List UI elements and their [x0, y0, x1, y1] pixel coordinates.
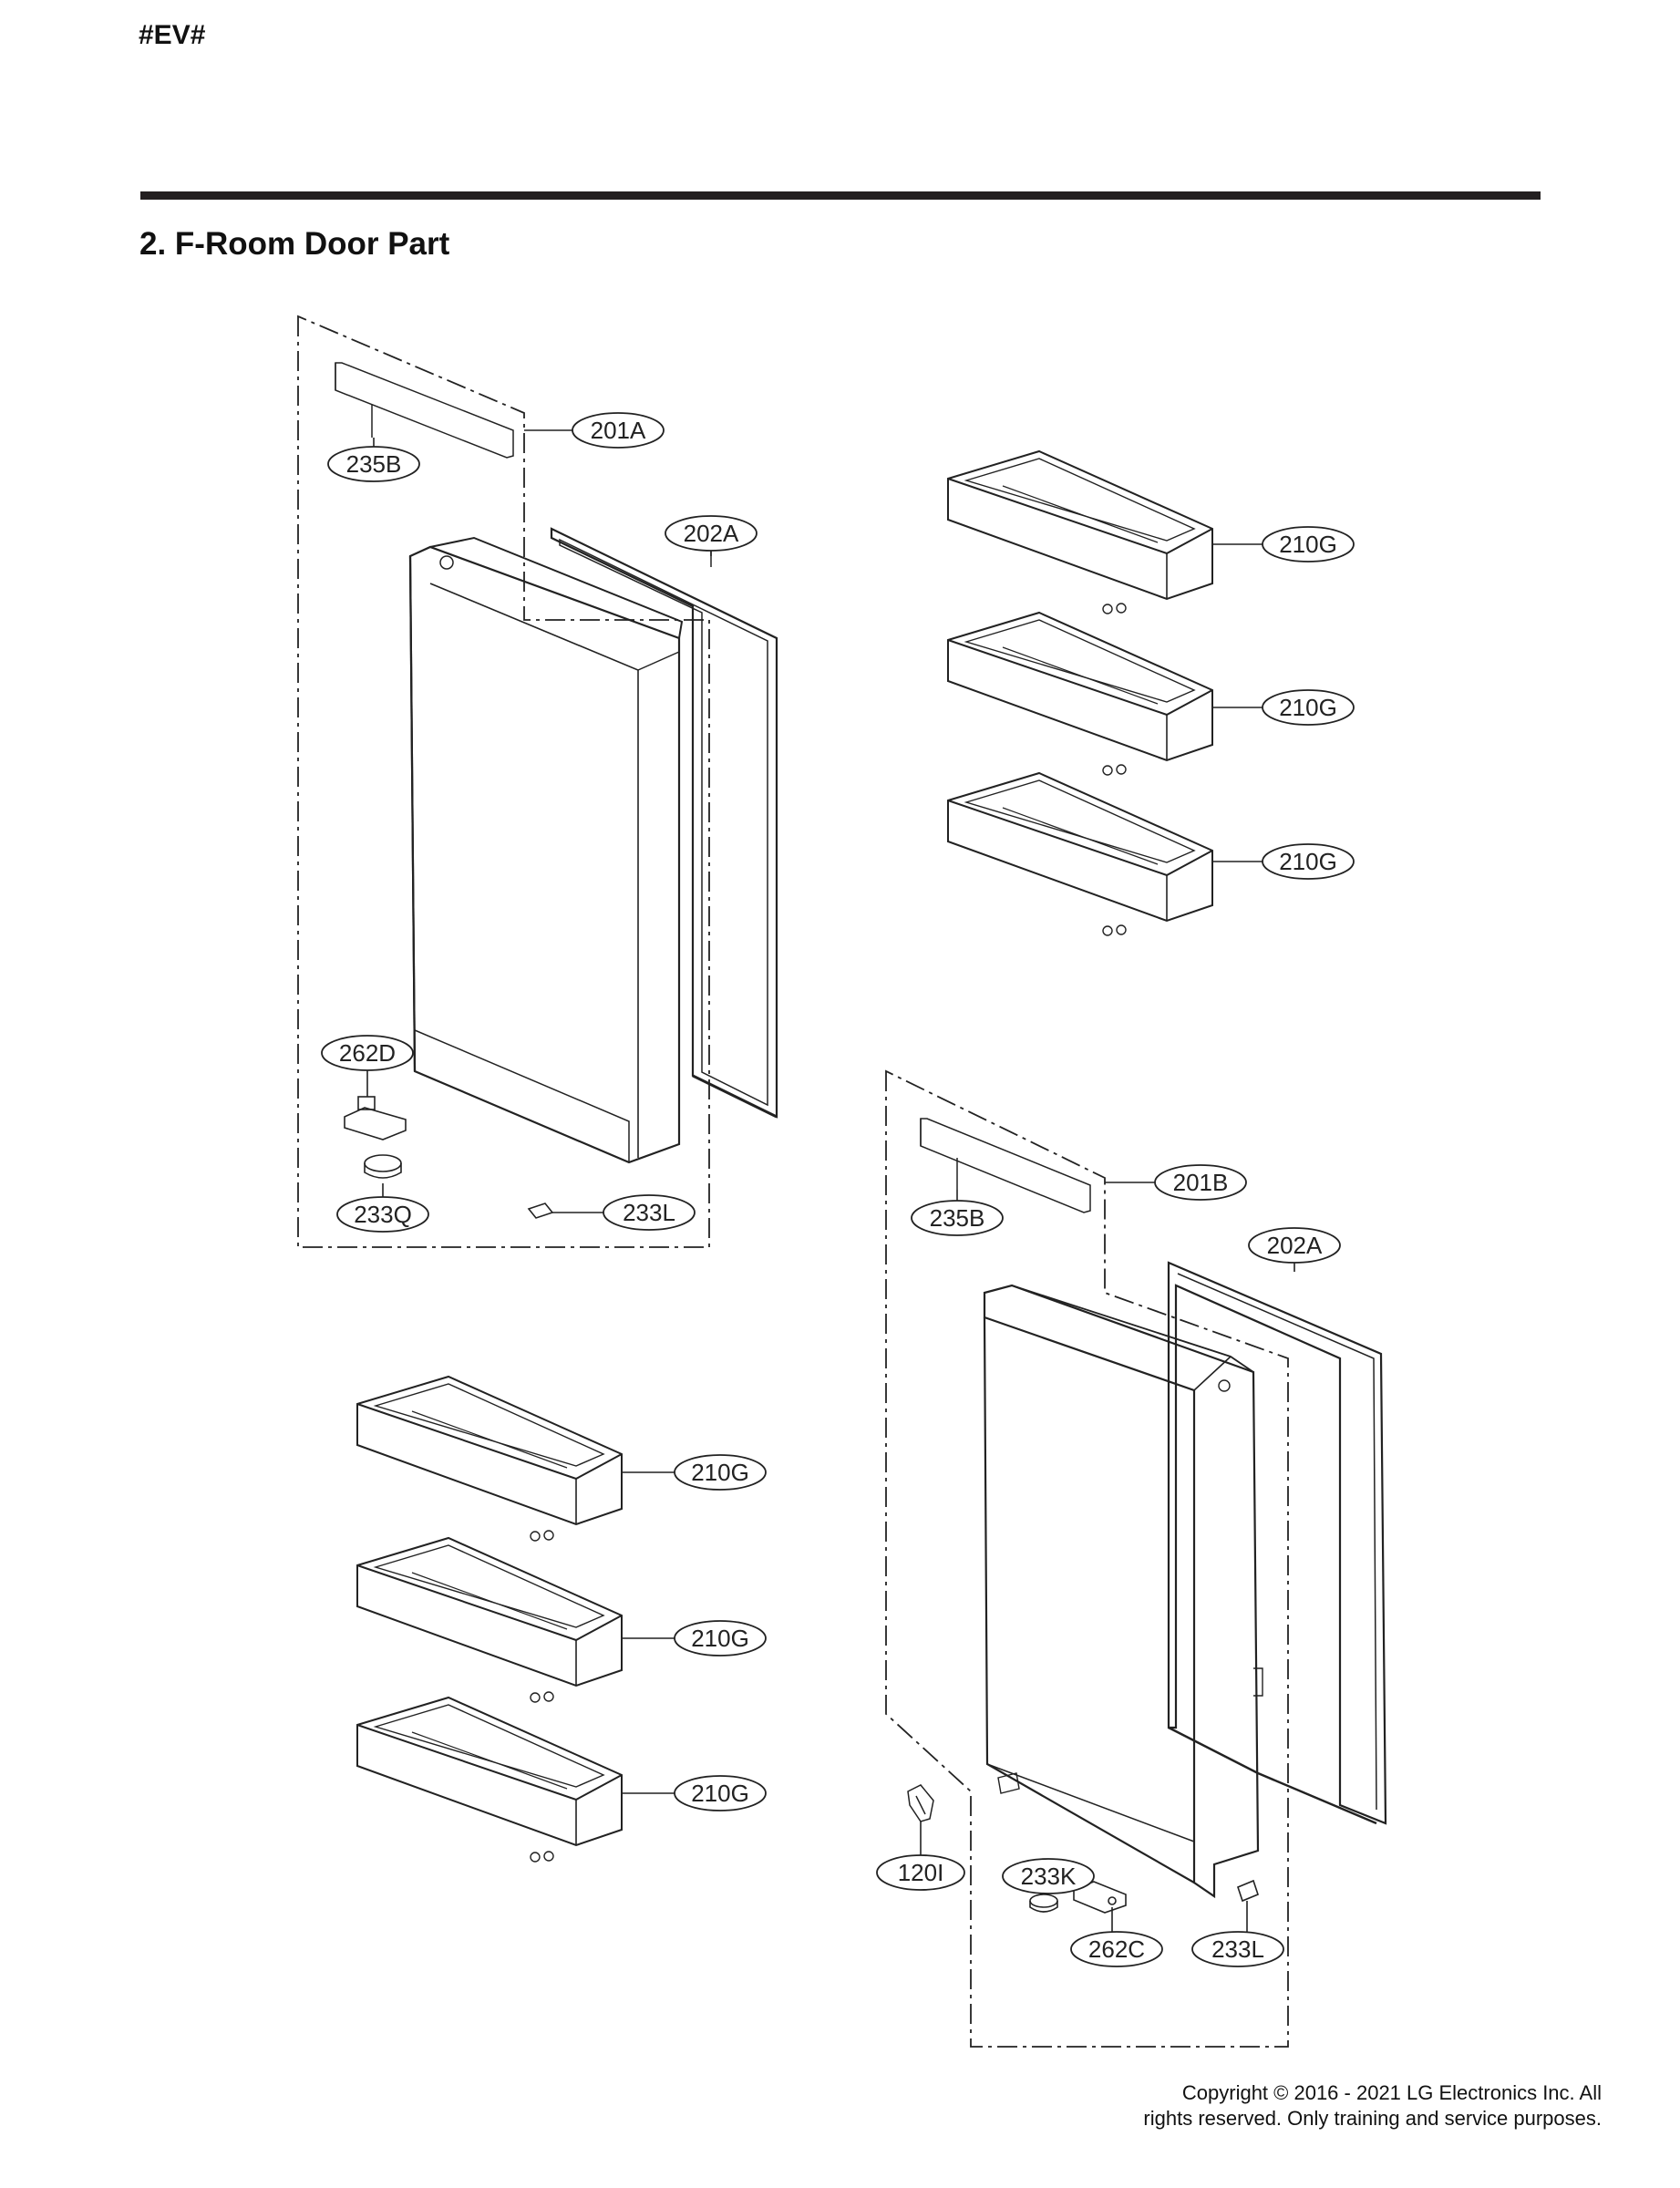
door-bin-part	[947, 449, 1213, 614]
callout-210G: 210G	[1262, 843, 1355, 880]
callout-label: 201A	[591, 417, 646, 444]
door-stopper-part	[1237, 1879, 1259, 1903]
door-body-part	[408, 536, 684, 1164]
assembly-boundary-right	[885, 1069, 1289, 2048]
hinge-cap-part	[1029, 1894, 1058, 1913]
decor-strip-part	[335, 362, 514, 459]
door-gasket-part	[1167, 1261, 1387, 1825]
callout-label: 210G	[1279, 848, 1337, 875]
copyright-line-1: Copyright © 2016 - 2021 LG Electronics I…	[1181, 2081, 1602, 2104]
callout-235B: 235B	[327, 446, 420, 482]
callout-label: 233L	[623, 1199, 675, 1226]
callout-label: 210G	[1279, 694, 1337, 721]
door-stopper-part	[527, 1202, 554, 1219]
door-body-part	[983, 1284, 1263, 1899]
callout-label: 202A	[684, 520, 739, 547]
leader-lines	[366, 429, 1295, 1933]
copyright-line-2: rights reserved. Only training and servi…	[1143, 2107, 1602, 2130]
callout-201B: 201B	[1154, 1164, 1247, 1201]
callout-label: 210G	[1279, 531, 1337, 558]
callout-label: 202A	[1267, 1232, 1323, 1259]
callout-233L: 233L	[603, 1194, 696, 1231]
callout-233L: 233L	[1191, 1931, 1284, 1967]
door-gasket-part	[550, 527, 778, 1119]
copyright-notice: Copyright © 2016 - 2021 LG Electronics I…	[1143, 2080, 1602, 2131]
callout-235B: 235B	[911, 1200, 1004, 1236]
hinge-bracket-part	[1073, 1881, 1127, 1914]
callout-233Q: 233Q	[336, 1196, 429, 1233]
assembly-boundary-left	[297, 315, 710, 1248]
hinge-bracket-part	[344, 1096, 407, 1140]
door-bin-part	[356, 1375, 623, 1542]
door-bin-part	[356, 1536, 623, 1703]
callout-201A: 201A	[572, 412, 665, 449]
callout-label: 210G	[691, 1780, 749, 1807]
callout-label: 233K	[1021, 1863, 1077, 1890]
hinge-cap-part	[364, 1154, 402, 1179]
document-tag: #EV#	[139, 20, 206, 50]
callout-120I: 120I	[876, 1854, 965, 1891]
callout-label: 201B	[1173, 1169, 1229, 1196]
door-bin-part	[947, 771, 1213, 936]
callout-210G: 210G	[674, 1620, 767, 1656]
door-bin-part	[947, 611, 1213, 776]
callout-label: 235B	[346, 450, 402, 478]
callout-210G: 210G	[674, 1775, 767, 1811]
callout-210G: 210G	[1262, 526, 1355, 562]
door-bin-part	[356, 1696, 623, 1863]
decor-strip-part	[920, 1118, 1091, 1213]
callout-202A: 202A	[665, 515, 758, 552]
callout-233K: 233K	[1002, 1858, 1095, 1894]
callout-label: 233Q	[354, 1201, 412, 1228]
callout-label: 210G	[691, 1625, 749, 1652]
callout-label: 120I	[898, 1859, 944, 1886]
sensor-part	[907, 1784, 934, 1822]
callout-label: 235B	[930, 1204, 985, 1232]
callout-202A: 202A	[1248, 1227, 1341, 1264]
callout-label: 210G	[691, 1459, 749, 1486]
callout-label: 262C	[1088, 1935, 1145, 1963]
section-divider	[140, 191, 1541, 200]
callout-label: 262D	[339, 1039, 396, 1067]
callout-262C: 262C	[1070, 1931, 1163, 1967]
section-title: 2. F-Room Door Part	[139, 226, 450, 262]
callout-210G: 210G	[674, 1454, 767, 1491]
callout-label: 233L	[1211, 1935, 1264, 1963]
callout-210G: 210G	[1262, 689, 1355, 726]
callout-262D: 262D	[321, 1035, 414, 1071]
